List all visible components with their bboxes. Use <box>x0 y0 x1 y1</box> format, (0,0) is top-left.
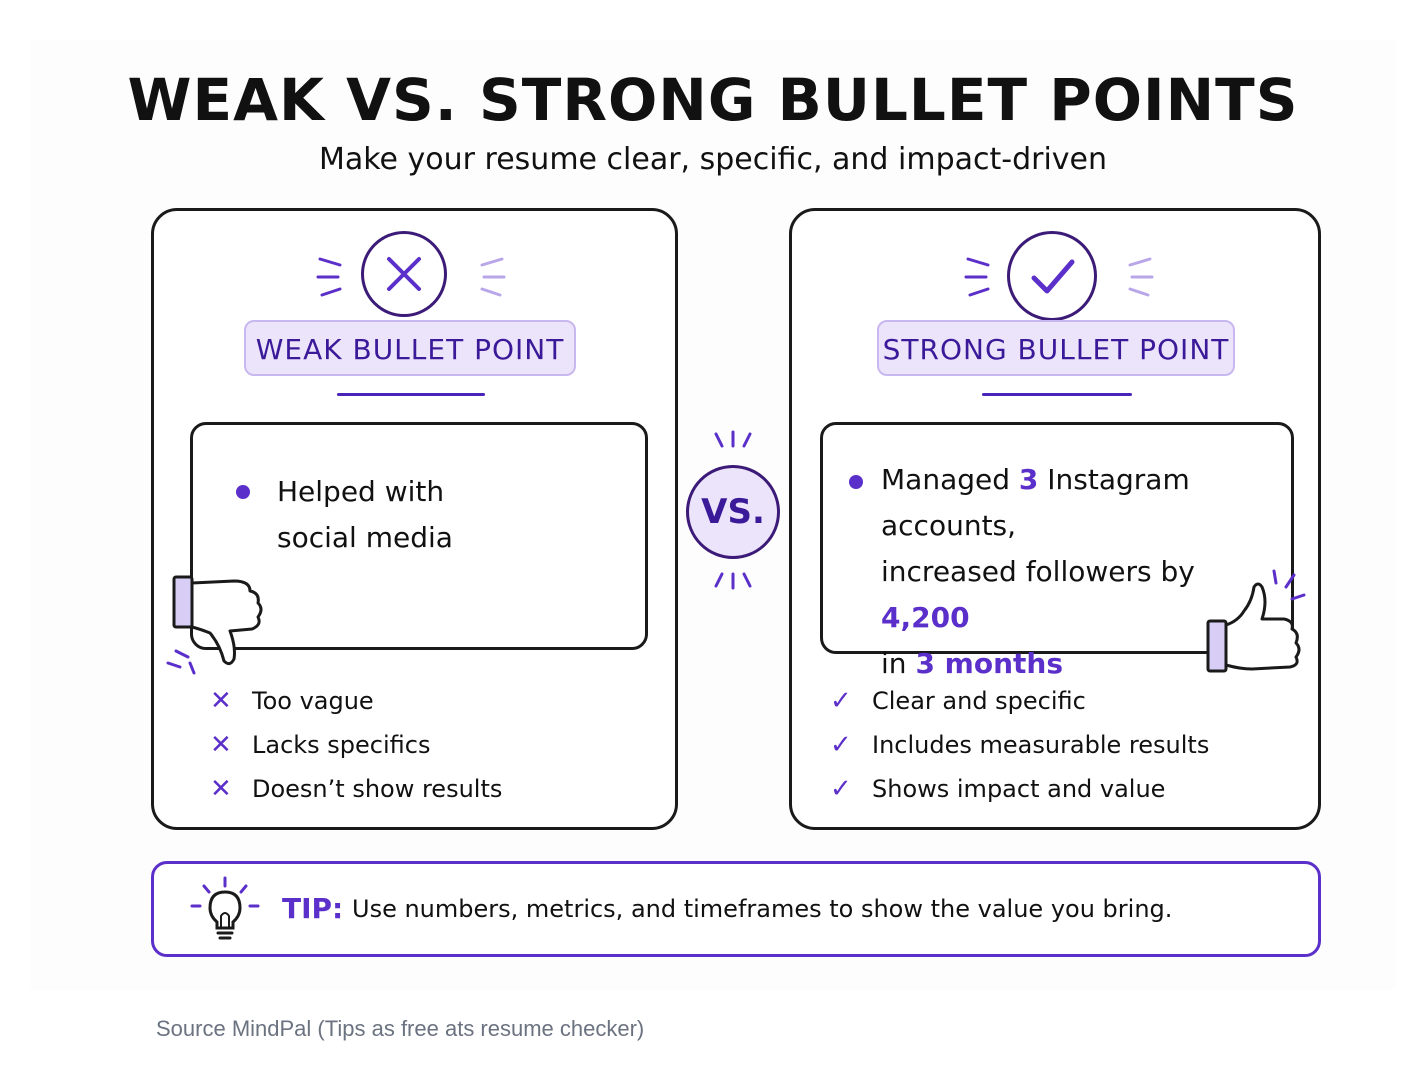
lightbulb-icon <box>190 876 260 940</box>
sparkle-rays-right <box>1128 257 1154 297</box>
sparkle-rays-left <box>964 257 990 297</box>
strong-criterion: ✓Shows impact and value <box>830 767 1165 811</box>
weak-bullet-line-2: social media <box>277 521 453 554</box>
page-subtitle: Make your resume clear, specific, and im… <box>318 142 1108 177</box>
vs-rays-bottom <box>714 572 752 590</box>
strong-bullet-text: Managed 3 Instagram accounts, increased … <box>881 457 1291 687</box>
tip-box: TIP: Use numbers, metrics, and timeframe… <box>151 861 1321 957</box>
weak-bullet-card: Helped with social media <box>190 422 648 650</box>
x-mark-icon: ✕ <box>210 774 232 804</box>
strong-label: STRONG BULLET POINT <box>877 320 1235 376</box>
x-mark-icon: ✕ <box>210 686 232 716</box>
tip-text: Use numbers, metrics, and timeframes to … <box>352 895 1173 923</box>
check-mark-icon: ✓ <box>830 730 852 760</box>
vs-badge: VS. <box>686 465 780 559</box>
bullet-dot <box>849 475 863 489</box>
weak-criterion: ✕Too vague <box>210 679 374 723</box>
strong-bullet-line-3: in 3 months <box>881 647 1063 680</box>
vs-rays-top <box>714 430 752 448</box>
weak-bullet-line-1: Helped with <box>277 475 445 508</box>
sparkle-rays-right <box>480 257 506 297</box>
strong-bullet-line-2: increased followers by 4,200 <box>881 555 1195 634</box>
sparkle-rays-left <box>316 257 342 297</box>
strong-bullet-card: Managed 3 Instagram accounts, increased … <box>820 422 1294 680</box>
weak-panel: WEAK BULLET POINT Helped with social med… <box>151 208 678 830</box>
x-icon <box>361 231 447 317</box>
x-mark-icon: ✕ <box>210 730 232 760</box>
check-mark-icon: ✓ <box>830 774 852 804</box>
strong-criterion: ✓Includes measurable results <box>830 723 1209 767</box>
check-icon <box>1007 231 1097 321</box>
check-mark-icon: ✓ <box>830 686 852 716</box>
page-title: WEAK VS. STRONG BULLET POINTS <box>127 66 1299 134</box>
tip-label: TIP: <box>282 892 344 925</box>
weak-label-underline <box>337 393 485 396</box>
source-caption: Source MindPal (Tips as free ats resume … <box>156 1016 645 1041</box>
strong-criterion: ✓Clear and specific <box>830 679 1086 723</box>
strong-bullet-line-1: Managed 3 Instagram accounts, <box>881 463 1190 542</box>
weak-bullet-text: Helped with social media <box>277 469 453 561</box>
thumbs-down-icon <box>166 575 263 675</box>
bullet-dot <box>236 485 250 499</box>
weak-criterion: ✕Lacks specifics <box>210 723 431 767</box>
thumbs-up-icon <box>1206 569 1306 673</box>
strong-panel: STRONG BULLET POINT Managed 3 Instagram … <box>789 208 1321 830</box>
strong-label-underline <box>982 393 1132 396</box>
weak-criterion: ✕Doesn’t show results <box>210 767 502 811</box>
weak-label: WEAK BULLET POINT <box>244 320 576 376</box>
